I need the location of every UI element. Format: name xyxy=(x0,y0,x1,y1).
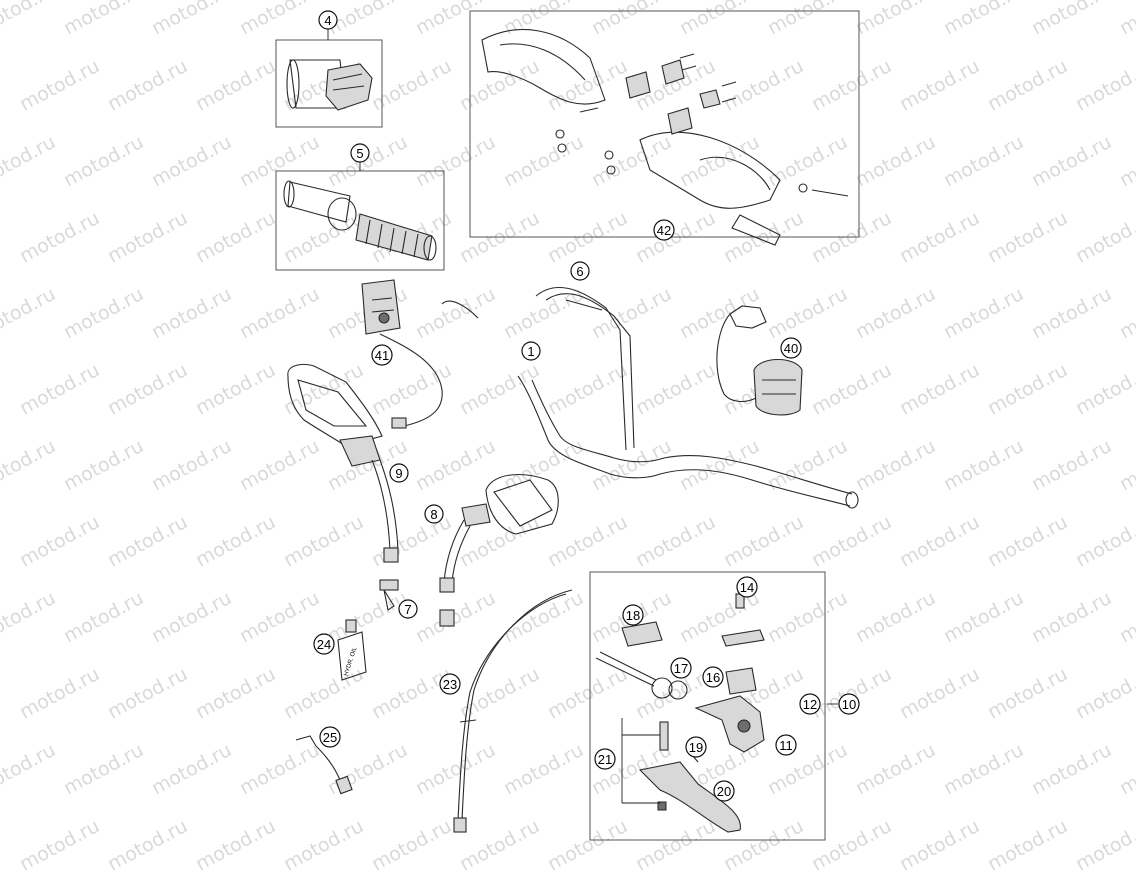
callout-12: 12 xyxy=(799,693,821,715)
callout-16: 16 xyxy=(702,666,724,688)
callout-11: 11 xyxy=(775,734,797,756)
svg-text:8: 8 xyxy=(430,507,437,522)
svg-text:4: 4 xyxy=(324,13,331,28)
svg-text:10: 10 xyxy=(842,697,856,712)
callout-1: 1 xyxy=(521,341,541,361)
callout-18: 18 xyxy=(622,604,644,626)
mirror-right-part-8 xyxy=(439,474,559,627)
svg-text:41: 41 xyxy=(375,348,389,363)
callout-23: 23 xyxy=(439,673,461,695)
svg-text:18: 18 xyxy=(626,608,640,623)
callout-25: 25 xyxy=(319,726,341,748)
svg-text:5: 5 xyxy=(356,146,363,161)
right-switch-part-40 xyxy=(716,305,803,416)
callout-7: 7 xyxy=(398,599,418,619)
grip-set-part-5 xyxy=(283,180,437,261)
frame-grip-4 xyxy=(275,39,383,128)
svg-text:6: 6 xyxy=(576,264,583,279)
callout-10: 10 xyxy=(838,693,860,715)
svg-text:7: 7 xyxy=(404,602,411,617)
callout-5: 5 xyxy=(350,143,370,163)
leader-lines xyxy=(327,29,838,804)
callout-24: 24 xyxy=(313,633,335,655)
callout-21: 21 xyxy=(594,748,616,770)
svg-text:17: 17 xyxy=(674,661,688,676)
oil-bottle-label: HYDR. OIL xyxy=(344,646,359,677)
svg-text:20: 20 xyxy=(717,784,731,799)
svg-text:11: 11 xyxy=(779,738,793,753)
callout-17: 17 xyxy=(670,657,692,679)
callout-40: 40 xyxy=(780,337,802,359)
svg-text:21: 21 xyxy=(598,752,612,767)
throttle-grip-part-4 xyxy=(286,59,373,111)
callout-19: 19 xyxy=(685,736,707,758)
svg-text:23: 23 xyxy=(443,677,457,692)
frame-master-cylinder-10 xyxy=(589,571,826,841)
callout-9: 9 xyxy=(389,463,409,483)
svg-text:24: 24 xyxy=(317,637,331,652)
svg-text:19: 19 xyxy=(689,740,703,755)
handguard-set-part-42 xyxy=(481,29,849,246)
cable-set-part-6 xyxy=(535,286,635,451)
svg-text:25: 25 xyxy=(323,730,337,745)
callout-42: 42 xyxy=(653,219,675,241)
mirror-left-part-9 xyxy=(287,363,399,611)
oil-bottle-part-24 xyxy=(337,619,367,681)
svg-text:12: 12 xyxy=(803,697,817,712)
callout-8: 8 xyxy=(424,504,444,524)
callout-6: 6 xyxy=(570,261,590,281)
handlebar-part-1 xyxy=(517,375,859,509)
exploded-parts-diagram: HYDR. OIL 1 xyxy=(275,10,860,841)
callout-14: 14 xyxy=(736,576,758,598)
callout-20: 20 xyxy=(713,780,735,802)
svg-text:40: 40 xyxy=(784,341,798,356)
svg-text:42: 42 xyxy=(657,223,671,238)
callout-41: 41 xyxy=(371,344,393,366)
svg-text:14: 14 xyxy=(740,580,754,595)
brake-switch-part-25 xyxy=(295,735,353,795)
callout-4: 4 xyxy=(318,10,338,30)
svg-text:1: 1 xyxy=(527,344,534,359)
svg-text:16: 16 xyxy=(706,670,720,685)
brake-hose-part-23 xyxy=(453,589,573,833)
master-cylinder-parts-10 xyxy=(595,593,765,833)
left-switch-part-41 xyxy=(361,279,479,429)
svg-text:9: 9 xyxy=(395,466,402,481)
